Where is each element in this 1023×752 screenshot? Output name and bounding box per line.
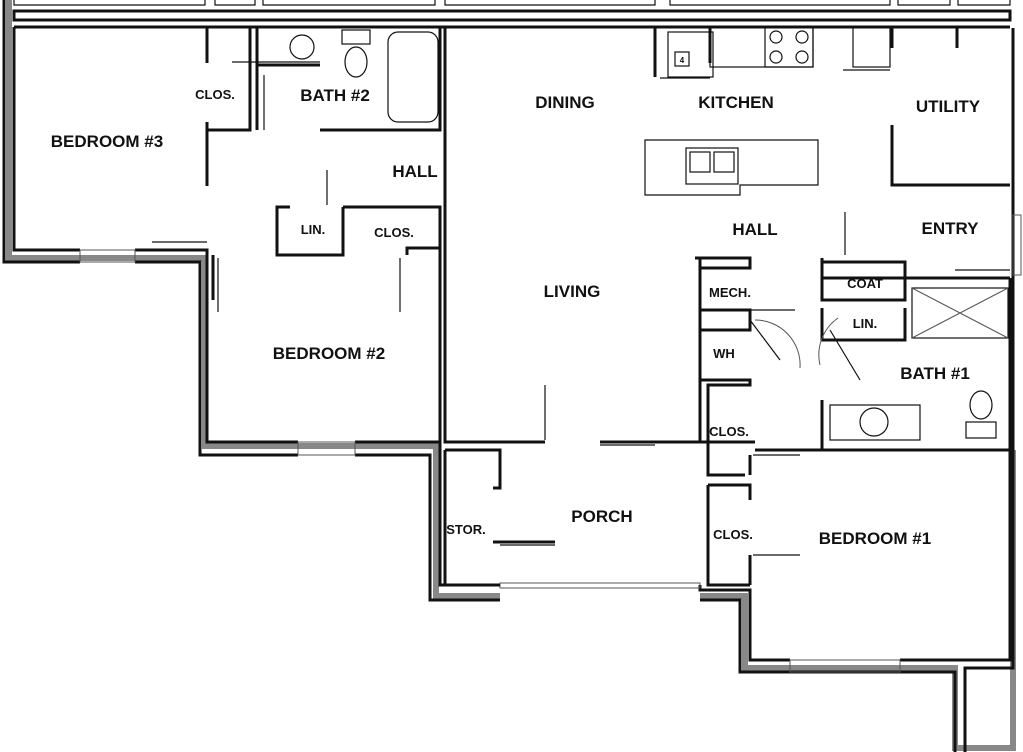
- refrigerator-icon: [667, 31, 714, 78]
- interior-walls: [205, 27, 1012, 587]
- room-label-hall: HALL: [732, 220, 777, 239]
- room-label-water-heater: WH: [713, 346, 735, 361]
- fixtures: 4: [289, 26, 1009, 441]
- sink-icon: [859, 407, 889, 437]
- room-label-linen: LIN.: [853, 316, 878, 331]
- room-label-closet: CLOS.: [195, 87, 235, 102]
- appliance-number: 4: [680, 56, 685, 65]
- doors: [152, 61, 1010, 556]
- room-label-closet: CLOS.: [374, 225, 414, 240]
- room-label-bedroom1: BEDROOM #1: [819, 529, 931, 548]
- kitchen-island: [644, 139, 819, 196]
- room-label-bedroom2: BEDROOM #2: [273, 344, 385, 363]
- room-label-dining: DINING: [535, 93, 595, 112]
- kitchen-sink-icon: [685, 147, 739, 185]
- room-label-porch: PORCH: [571, 507, 632, 526]
- stove-icon: [764, 26, 814, 68]
- dishwasher-icon: [852, 26, 891, 68]
- room-label-bath2: BATH #2: [300, 86, 370, 105]
- room-label-kitchen: KITCHEN: [698, 93, 774, 112]
- room-label-utility: UTILITY: [916, 97, 981, 116]
- room-label-entry: ENTRY: [922, 219, 980, 238]
- room-label-bath1: BATH #1: [900, 364, 970, 383]
- vanity: [829, 404, 921, 441]
- upper-structure: [12, 0, 1012, 29]
- bathtub-icon: [387, 31, 439, 123]
- room-label-closet: CLOS.: [713, 527, 753, 542]
- room-label-storage: STOR.: [446, 522, 486, 537]
- room-label-coat: COAT: [847, 276, 883, 291]
- room-label-mech: MECH.: [709, 285, 751, 300]
- room-label-closet: CLOS.: [709, 424, 749, 439]
- room-label-bedroom3: BEDROOM #3: [51, 132, 163, 151]
- sink-icon: [289, 34, 315, 60]
- toilet-icon: [969, 390, 993, 420]
- room-label-living: LIVING: [544, 282, 601, 301]
- room-labels: BEDROOM #3 CLOS. BATH #2 DINING KITCHEN …: [51, 86, 981, 548]
- shower-icon: [911, 287, 1009, 339]
- room-label-hall: HALL: [392, 162, 437, 181]
- toilet-icon: [344, 46, 368, 78]
- room-label-linen: LIN.: [301, 222, 326, 237]
